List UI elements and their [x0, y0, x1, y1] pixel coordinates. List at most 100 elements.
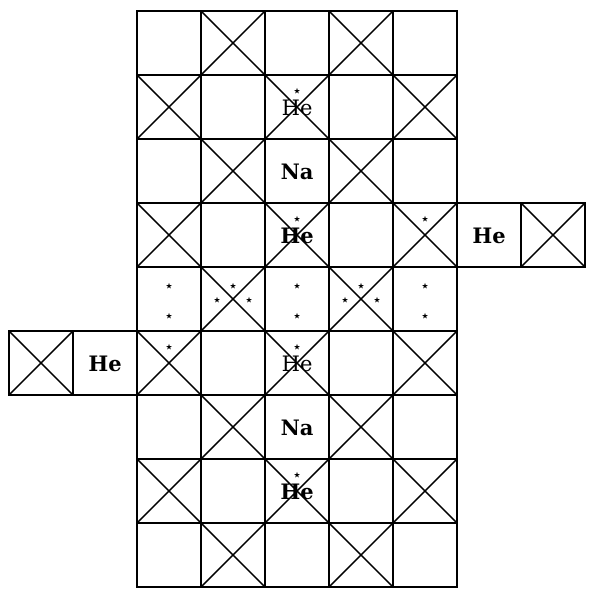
empty-cell	[264, 522, 330, 588]
star-icon: ⋆	[164, 337, 174, 356]
empty-cell	[392, 522, 458, 588]
empty-cell	[136, 394, 202, 460]
cross-line	[264, 202, 330, 268]
cross-line	[328, 138, 394, 204]
cell-box	[328, 458, 394, 524]
side-label-cell	[456, 202, 522, 268]
crossed-cell	[200, 10, 266, 76]
empty-cell	[136, 138, 202, 204]
crossed-cell	[328, 394, 394, 460]
empty-cell	[328, 330, 394, 396]
empty-cell	[392, 138, 458, 204]
crossed-cell	[136, 74, 202, 140]
stars-layer: ⋆⋆⋆⋆⋆⋆⋆⋆⋆⋆⋆⋆⋆⋆⋆⋆⋆⋆	[164, 81, 430, 484]
cell-box	[392, 394, 458, 460]
cross-line	[200, 394, 266, 460]
cell-box	[328, 330, 394, 396]
cell-label-he-r7: He	[280, 479, 313, 504]
empty-cell	[328, 74, 394, 140]
cell-box	[200, 202, 266, 268]
cross-line	[328, 394, 394, 460]
crossed-cell	[264, 202, 330, 268]
star-icon: ⋆	[292, 306, 302, 325]
crossed-cell	[392, 330, 458, 396]
cell-box	[72, 330, 138, 396]
empty-cell	[328, 202, 394, 268]
star-icon: ⋆	[420, 276, 430, 295]
cross-line	[328, 522, 394, 588]
cell-box	[328, 74, 394, 140]
star-icon: ⋆	[292, 465, 302, 484]
cell-label-he-left: He	[88, 351, 121, 376]
cross-line	[264, 74, 330, 140]
crossed-cell	[200, 138, 266, 204]
empty-cell	[136, 522, 202, 588]
crossed-cell	[328, 10, 394, 76]
cells-layer	[8, 10, 586, 588]
cell-box	[136, 394, 202, 460]
cross-line	[200, 10, 266, 76]
cross-line	[264, 458, 330, 524]
empty-cell	[200, 458, 266, 524]
crossed-cell	[328, 522, 394, 588]
cell-label-he-r1: He	[282, 96, 313, 120]
cell-label-na-r2: Na	[281, 159, 314, 184]
crossed-cell	[328, 266, 394, 332]
cross-line	[136, 74, 202, 140]
star-icon: ⋆	[228, 276, 238, 295]
star-icon: ⋆	[292, 337, 302, 356]
cell-box	[200, 74, 266, 140]
empty-cell	[200, 74, 266, 140]
star-icon: ⋆	[420, 306, 430, 325]
crossed-cell	[136, 202, 202, 268]
star-icon: ⋆	[372, 290, 382, 309]
cell-box	[392, 10, 458, 76]
cell-box	[264, 10, 330, 76]
star-icon: ⋆	[292, 209, 302, 228]
cell-label-he-r3: He	[280, 223, 313, 248]
cross-line	[8, 330, 74, 396]
crossed-cell	[264, 458, 330, 524]
cell-box	[392, 522, 458, 588]
crossed-cell	[200, 394, 266, 460]
cross-line	[136, 458, 202, 524]
cell-box	[136, 10, 202, 76]
empty-cell	[328, 458, 394, 524]
empty-cell	[136, 10, 202, 76]
star-icon: ⋆	[292, 276, 302, 295]
side-crossed-cell	[8, 330, 74, 396]
cross-line	[200, 266, 266, 332]
crossed-cell	[264, 74, 330, 140]
crossed-cell	[136, 458, 202, 524]
star-icon: ⋆	[244, 290, 254, 309]
crossed-cell	[392, 74, 458, 140]
cross-line	[136, 202, 202, 268]
cell-label-na-r6: Na	[281, 415, 314, 440]
crossed-cell	[328, 138, 394, 204]
cell-box	[392, 266, 458, 332]
star-icon: ⋆	[420, 209, 430, 228]
crossed-cell	[392, 458, 458, 524]
empty-cell	[264, 266, 330, 332]
cell-box	[328, 202, 394, 268]
crossed-cell	[136, 330, 202, 396]
star-icon: ⋆	[340, 290, 350, 309]
cell-label-he-r5: He	[282, 352, 313, 376]
cell-box	[264, 266, 330, 332]
star-icon: ⋆	[164, 306, 174, 325]
side-crossed-cell	[520, 202, 586, 268]
cross-line	[392, 202, 458, 268]
empty-cell	[392, 266, 458, 332]
star-icon: ⋆	[212, 290, 222, 309]
cross-line	[136, 330, 202, 396]
empty-cell	[392, 394, 458, 460]
empty-cell	[200, 202, 266, 268]
crossed-cell	[200, 266, 266, 332]
cell-box	[392, 138, 458, 204]
cross-line	[264, 330, 330, 396]
star-icon: ⋆	[164, 276, 174, 295]
empty-cell	[200, 330, 266, 396]
cell-box	[200, 330, 266, 396]
empty-cell	[392, 10, 458, 76]
